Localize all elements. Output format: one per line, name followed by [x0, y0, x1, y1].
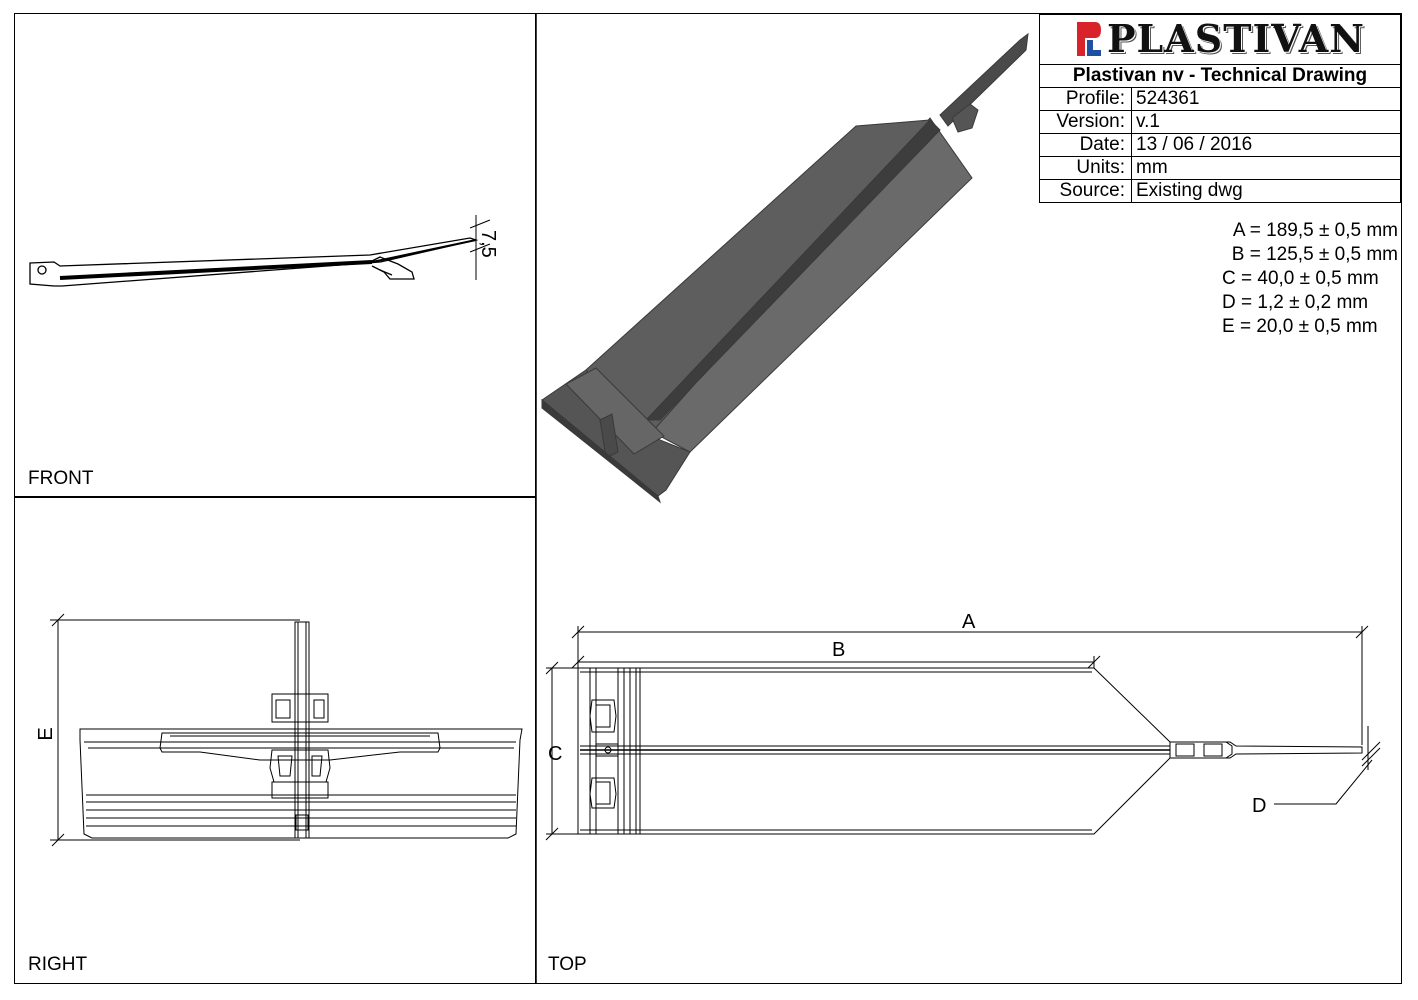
right-view-drawing [50, 613, 523, 847]
dimension-e: E = 20,0 ± 0,5 mm [1222, 316, 1378, 337]
plastivan-logo: PLASTIVAN [1075, 19, 1365, 59]
dimensions-list: A = 189,5 ± 0,5 mm B = 125,5 ± 0,5 mm C … [1200, 219, 1398, 339]
source-key: Source: [1039, 179, 1132, 203]
table-row: Source: Existing dwg [1039, 179, 1401, 203]
dimension-a: A = 189,5 ± 0,5 mm [1232, 220, 1398, 241]
right-dim-e-text: E [35, 727, 57, 740]
units-value: mm [1131, 156, 1401, 180]
top-dim-d-text: D [1252, 795, 1266, 817]
isometric-view-drawing [541, 32, 1029, 504]
front-dim-text: 7,5 [477, 230, 499, 258]
top-dim-b-text: B [832, 639, 845, 661]
plastivan-mark-icon [1075, 20, 1103, 58]
table-row: Version: v.1 [1039, 110, 1401, 134]
table-row: Profile: 524361 [1039, 87, 1401, 111]
profile-key: Profile: [1039, 87, 1132, 111]
table-row: Date: 13 / 06 / 2016 [1039, 133, 1401, 157]
version-key: Version: [1039, 110, 1132, 134]
logo-cell: PLASTIVAN [1039, 14, 1401, 65]
table-row: Units: mm [1039, 156, 1401, 180]
top-dim-c-text: C [548, 743, 562, 765]
profile-value: 524361 [1131, 87, 1401, 111]
source-value: Existing dwg [1131, 179, 1401, 203]
front-view-drawing [29, 215, 491, 287]
brand-name: PLASTIVAN [1106, 16, 1366, 61]
dimension-b: B = 125,5 ± 0,5 mm [1231, 244, 1398, 265]
dimension-d: D = 1,2 ± 0,2 mm [1222, 292, 1369, 313]
units-key: Units: [1039, 156, 1132, 180]
top-view-drawing [545, 625, 1381, 841]
dimension-c: C = 40,0 ± 0,5 mm [1222, 268, 1379, 289]
front-view-label: FRONT [28, 468, 94, 489]
top-view-label: TOP [548, 954, 587, 975]
version-value: v.1 [1131, 110, 1401, 134]
title-block: PLASTIVAN Plastivan nv - Technical Drawi… [1039, 14, 1401, 203]
drawing-title: Plastivan nv - Technical Drawing [1039, 64, 1401, 88]
right-view-label: RIGHT [28, 954, 88, 975]
date-key: Date: [1039, 133, 1132, 157]
top-dim-a-text: A [962, 611, 976, 633]
date-value: 13 / 06 / 2016 [1131, 133, 1401, 157]
